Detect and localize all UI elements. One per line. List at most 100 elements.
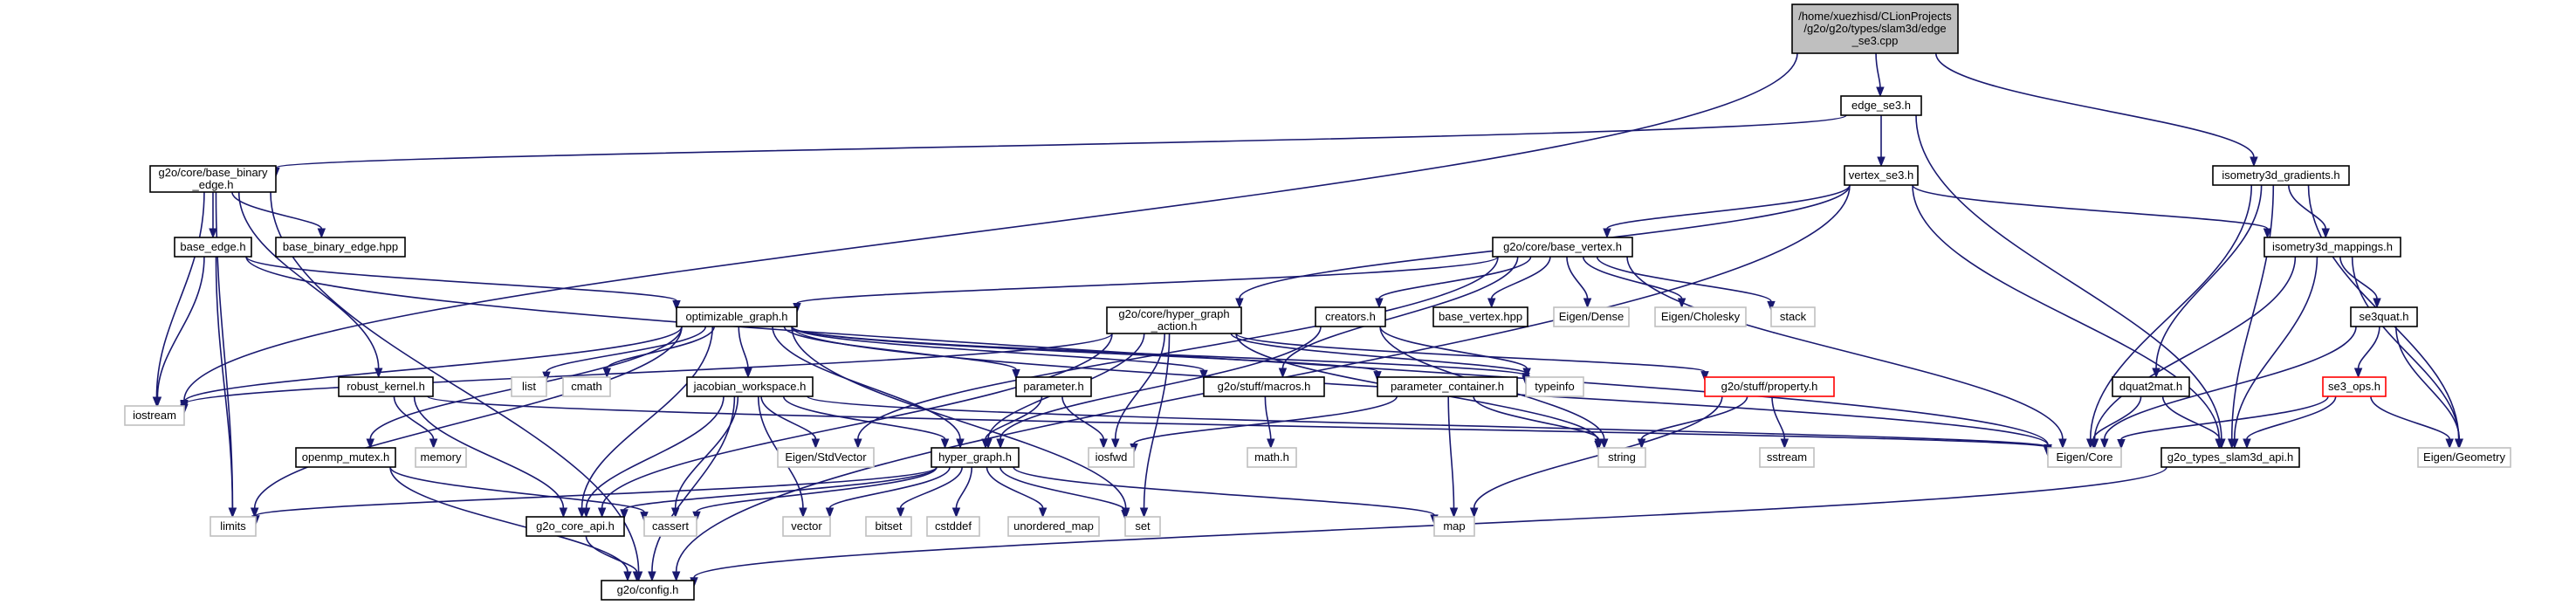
edge-hyper_graph_h-to-bitset	[896, 466, 963, 519]
edge-macros_h-to-math_h	[1264, 395, 1275, 450]
node-box	[1553, 306, 1630, 327]
edge-arrowhead	[981, 438, 990, 450]
node-box	[2417, 447, 2511, 468]
edge-edge_se3_h-to-g2o_types_slam3d_api_h	[1915, 114, 2226, 450]
node-label: /home/xuezhisd/CLionProjects	[1798, 10, 1952, 23]
node-se3-ops-h[interactable]: se3_ops.h	[2322, 376, 2387, 397]
node-label: Eigen/Core	[2056, 450, 2112, 464]
node-se3quat-h[interactable]: se3quat.h	[2350, 306, 2418, 327]
edge-arrowhead	[1099, 438, 1108, 450]
edge-line	[985, 395, 1043, 440]
edge-line	[955, 466, 973, 509]
node-base-binary-edge-h[interactable]: g2o/core/base_binary_edge.h	[149, 165, 277, 193]
edge-line	[2161, 395, 2221, 440]
edge-line	[2246, 395, 2337, 440]
node-box	[415, 447, 467, 468]
node-isometry3d-gradients-h[interactable]: isometry3d_gradients.h	[2212, 165, 2350, 186]
node-vertex-se3-h[interactable]: vertex_se3.h	[1844, 165, 1919, 186]
edge-base_vertex_h-to-optimizable_graph_h	[793, 256, 1499, 313]
edge-arrowhead	[366, 438, 374, 450]
node-parameter-h[interactable]: parameter.h	[1015, 376, 1092, 397]
edge-base_binary_edge_h-to-base_edge_h	[209, 192, 217, 239]
edge-arrowhead	[1375, 298, 1384, 309]
node-property-h[interactable]: g2o/stuff/property.h	[1704, 376, 1835, 397]
node-creators-h[interactable]: creators.h	[1315, 306, 1386, 327]
edge-arrowhead	[1469, 507, 1479, 519]
node-label: creators.h	[1325, 310, 1376, 323]
node-label: cstddef	[935, 519, 972, 533]
edge-arrowhead	[1700, 371, 1709, 382]
node-box	[275, 237, 406, 258]
node-base-edge-h[interactable]: base_edge.h	[174, 237, 252, 258]
node-base-vertex-h[interactable]: g2o/core/base_vertex.h	[1492, 237, 1633, 258]
edge-line	[413, 395, 565, 509]
node-dquat2mat-h[interactable]: dquat2mat.h	[2112, 376, 2190, 397]
edge-line	[606, 326, 715, 369]
edge-line	[2357, 326, 2380, 369]
edges-layer	[152, 52, 2464, 588]
node-box	[1704, 376, 1835, 397]
edge-arrowhead	[1199, 369, 1208, 381]
edge-arrowhead	[317, 228, 326, 239]
edge-line	[2233, 256, 2318, 440]
edge-line	[1640, 395, 1748, 440]
edge-line	[1912, 184, 2220, 440]
node-base-vertex-hpp[interactable]: base_vertex.hpp	[1432, 306, 1528, 327]
node-box	[2212, 165, 2350, 186]
node-base-binary-edge-hpp[interactable]: base_binary_edge.hpp	[275, 237, 406, 258]
edge-line	[2089, 184, 2253, 440]
node-hyper-graph-action-h[interactable]: g2o/core/hyper_graph_action.h	[1106, 306, 1242, 334]
node-g2o-core-api-h[interactable]: g2o_core_api.h	[526, 516, 625, 537]
node-parameter-container-h[interactable]: parameter_container.h	[1377, 376, 1518, 397]
node-cmath: cmath	[562, 376, 611, 397]
node-box	[1759, 447, 1815, 468]
node-macros-h[interactable]: g2o/stuff/macros.h	[1203, 376, 1325, 397]
node-openmp-mutex-h[interactable]: openmp_mutex.h	[295, 447, 396, 468]
node-label: sstream	[1767, 450, 1807, 464]
edge-line	[1771, 395, 1786, 440]
node-robust-kernel-h[interactable]: robust_kernel.h	[338, 376, 434, 397]
edge-line	[1281, 256, 1519, 369]
edge-se3_ops_h-to-eigen_geometry	[2370, 395, 2454, 450]
node-box	[174, 237, 252, 258]
edge-se3_ops_h-to-g2o_types_slam3d_api_h	[2243, 395, 2337, 450]
node-box	[2112, 376, 2190, 397]
edge-arrowhead	[250, 507, 259, 519]
edge-arrowhead	[1278, 368, 1288, 379]
edge-arrowhead	[632, 571, 642, 582]
node-jacobian-workspace-h[interactable]: jacobian_workspace.h	[686, 376, 814, 397]
edge-line	[986, 466, 1044, 509]
edge-arrowhead	[1038, 507, 1048, 519]
node-eigen-dense: Eigen/Dense	[1553, 306, 1630, 327]
edge-line	[1447, 395, 1455, 509]
edge-arrowhead	[1522, 368, 1531, 379]
node-g2o-types-slam3d-api-h[interactable]: g2o_types_slam3d_api.h	[2160, 447, 2300, 468]
edge-line	[215, 256, 234, 509]
node-isometry3d-mappings-h[interactable]: isometry3d_mappings.h	[2263, 237, 2401, 258]
node-hyper-graph-h[interactable]: hyper_graph.h	[931, 447, 1020, 468]
edge-base_vertex_h-to-stack	[1596, 256, 1776, 312]
edge-line	[1378, 256, 1532, 299]
node-label: vertex_se3.h	[1849, 168, 1913, 182]
node-label: isometry3d_mappings.h	[2272, 240, 2393, 253]
edge-base_vertex_h-to-eigen_stdvector	[854, 256, 1499, 450]
edge-parameter_container_h-to-iosfwd	[1130, 395, 1398, 454]
edge-jacobian_workspace_h-to-g2o_core_api_h	[581, 395, 725, 519]
node-unordered-map: unordered_map	[1007, 516, 1100, 537]
node-edge-se3-h[interactable]: edge_se3.h	[1840, 95, 1922, 116]
edge-line	[546, 326, 707, 373]
node-optimizable-graph-h[interactable]: optimizable_graph.h	[676, 306, 798, 327]
edge-line	[580, 326, 714, 509]
node-box	[926, 516, 980, 537]
edge-jacobian_workspace_h-to-cassert	[670, 395, 739, 519]
node-label: _edge.h	[192, 178, 234, 191]
node-config-h[interactable]: g2o/config.h	[601, 580, 695, 601]
edge-base_vertex_h-to-base_vertex_hpp	[1487, 256, 1551, 309]
edge-arrowhead	[1583, 298, 1592, 309]
node-memory: memory	[415, 447, 467, 468]
node-string: string	[1597, 447, 1646, 468]
edge-hyper_graph_h-to-set	[999, 466, 1130, 521]
edge-line	[1114, 333, 1165, 440]
edge-base_vertex_h-to-eigen_core	[1626, 256, 2067, 450]
edge-arrowhead	[2100, 438, 2109, 450]
